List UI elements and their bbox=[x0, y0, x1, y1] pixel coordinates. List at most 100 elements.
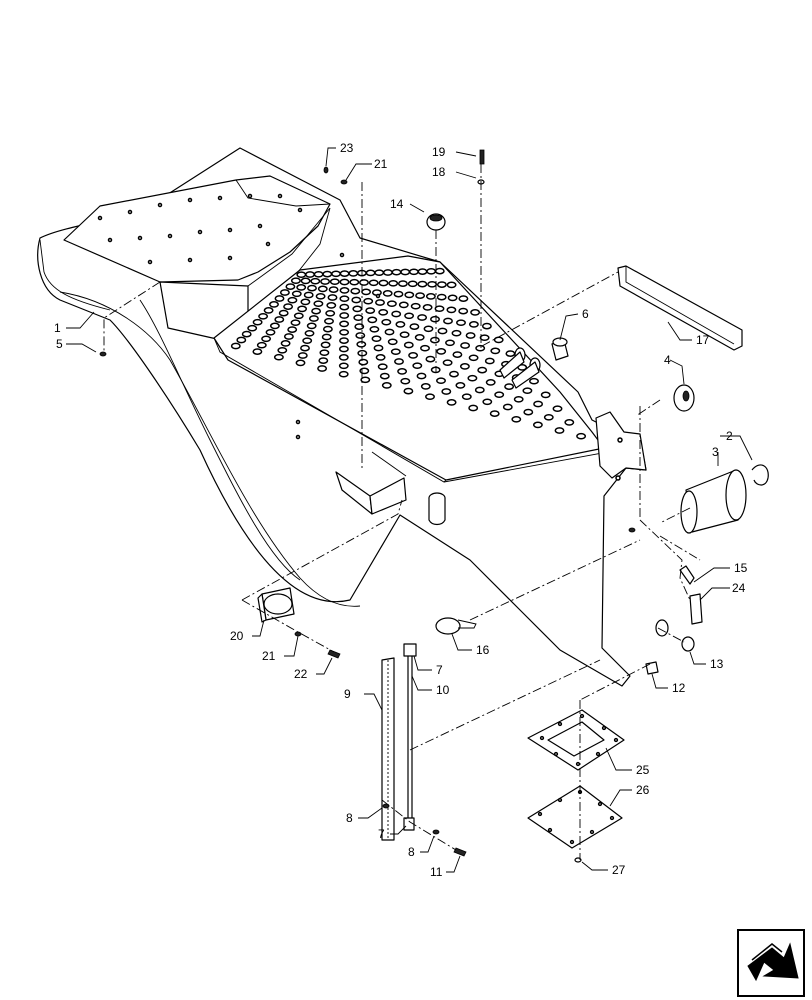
plate-perforation bbox=[328, 286, 339, 293]
cover-plate bbox=[527, 785, 623, 849]
plate-perforation bbox=[274, 295, 285, 302]
plate-perforation bbox=[554, 427, 565, 434]
plate-perforation bbox=[378, 279, 389, 287]
plate-perforation bbox=[329, 278, 340, 286]
plate-perforation bbox=[426, 267, 437, 275]
callout-21b: 21 bbox=[262, 649, 276, 663]
plate-perforation bbox=[382, 290, 393, 297]
plate-perforation bbox=[338, 345, 349, 353]
plate-perforation bbox=[293, 312, 304, 320]
plate-perforation bbox=[390, 348, 401, 356]
plate-perforation bbox=[265, 328, 276, 336]
plate-perforation bbox=[339, 278, 350, 286]
plate-perforation bbox=[236, 336, 247, 344]
plate-perforation bbox=[279, 289, 290, 296]
plate-perforation bbox=[533, 400, 544, 408]
plate-perforation bbox=[297, 352, 308, 359]
plate-perforation bbox=[455, 382, 466, 389]
plate-perforation bbox=[436, 377, 446, 385]
plate-perforation bbox=[394, 358, 404, 365]
plate-perforation bbox=[302, 337, 313, 345]
plate-perforation bbox=[360, 376, 371, 384]
callout-14: 14 bbox=[390, 197, 404, 211]
plate-perforation bbox=[373, 344, 384, 352]
plate-perforation bbox=[321, 333, 332, 341]
plate-bolt-holes bbox=[537, 713, 619, 845]
plate-perforation bbox=[322, 325, 333, 333]
plate-perforation bbox=[313, 270, 324, 278]
plate-perforation bbox=[434, 305, 445, 313]
plate-perforation bbox=[308, 315, 319, 322]
callout-2: 2 bbox=[726, 429, 733, 443]
plate-perforation bbox=[300, 344, 310, 352]
plate-perforation bbox=[317, 285, 328, 293]
plate-perforation bbox=[532, 421, 543, 429]
plate-perforation bbox=[479, 334, 490, 342]
plate-perforation bbox=[256, 341, 267, 349]
plate-perforation bbox=[422, 304, 433, 311]
plate-perforation bbox=[441, 388, 452, 395]
plate-perforation bbox=[416, 372, 427, 380]
plate-perforation bbox=[505, 350, 516, 357]
plate-perforation bbox=[393, 290, 404, 298]
plate-perforation bbox=[331, 270, 341, 278]
plate-perforation bbox=[408, 352, 419, 359]
next-page-arrow-icon[interactable] bbox=[737, 929, 805, 997]
plate-perforation bbox=[429, 336, 440, 344]
plate-perforation bbox=[423, 325, 434, 333]
plate-perforation bbox=[305, 271, 315, 278]
callout-23: 23 bbox=[340, 141, 354, 155]
plate-perforation bbox=[241, 330, 252, 338]
rod bbox=[407, 651, 413, 821]
plate-perforation bbox=[461, 393, 472, 401]
plate-perforation bbox=[395, 321, 406, 328]
grommet bbox=[426, 213, 446, 231]
callout-10: 10 bbox=[436, 683, 450, 697]
plate-perforation bbox=[436, 293, 447, 301]
plate-perforation bbox=[359, 279, 369, 286]
plate-perforation bbox=[261, 335, 272, 343]
plate-perforation bbox=[415, 292, 426, 299]
plate-perforation bbox=[247, 324, 258, 332]
callout-9: 9 bbox=[344, 687, 351, 701]
plate-perforation bbox=[280, 340, 291, 347]
callout-8a: 8 bbox=[346, 811, 353, 825]
plate-perforation bbox=[425, 355, 436, 363]
callout-7b: 7 bbox=[378, 827, 385, 841]
plate-perforation bbox=[269, 301, 279, 308]
plate-perforation bbox=[327, 294, 338, 301]
plate-perforation bbox=[391, 310, 402, 318]
plate-perforation bbox=[414, 334, 425, 341]
plate-perforation bbox=[436, 348, 447, 355]
plate-perforation bbox=[468, 354, 479, 362]
clip bbox=[679, 565, 695, 585]
plate-perforation bbox=[291, 290, 302, 298]
callout-25: 25 bbox=[636, 763, 650, 777]
plate-perforation bbox=[381, 382, 392, 389]
plate-perforation bbox=[315, 292, 326, 300]
callout-12: 12 bbox=[672, 681, 686, 695]
fender-body bbox=[37, 147, 647, 687]
plate-perforation bbox=[445, 339, 455, 347]
plate-perforation bbox=[273, 353, 284, 361]
plate-perforation bbox=[410, 302, 421, 310]
plate-perforation bbox=[529, 377, 539, 385]
plate-perforation bbox=[387, 338, 398, 346]
plate-perforation bbox=[339, 287, 350, 294]
callout-22: 22 bbox=[294, 667, 308, 681]
callout-18: 18 bbox=[432, 165, 446, 179]
plate-perforation bbox=[482, 398, 493, 406]
plate-perforation bbox=[320, 278, 331, 285]
breather bbox=[551, 337, 569, 361]
plate-perforation bbox=[485, 379, 496, 386]
plate-perforation bbox=[359, 367, 370, 375]
plate-perforation bbox=[400, 268, 411, 276]
plate-perforation bbox=[400, 377, 411, 385]
plate-perforation bbox=[543, 413, 554, 421]
callout-16: 16 bbox=[476, 643, 490, 657]
callout-13: 13 bbox=[710, 657, 724, 671]
nut bbox=[403, 643, 417, 657]
plate-perforation bbox=[290, 277, 301, 285]
plate-perforation bbox=[470, 309, 481, 316]
plate-perforation bbox=[404, 312, 415, 320]
